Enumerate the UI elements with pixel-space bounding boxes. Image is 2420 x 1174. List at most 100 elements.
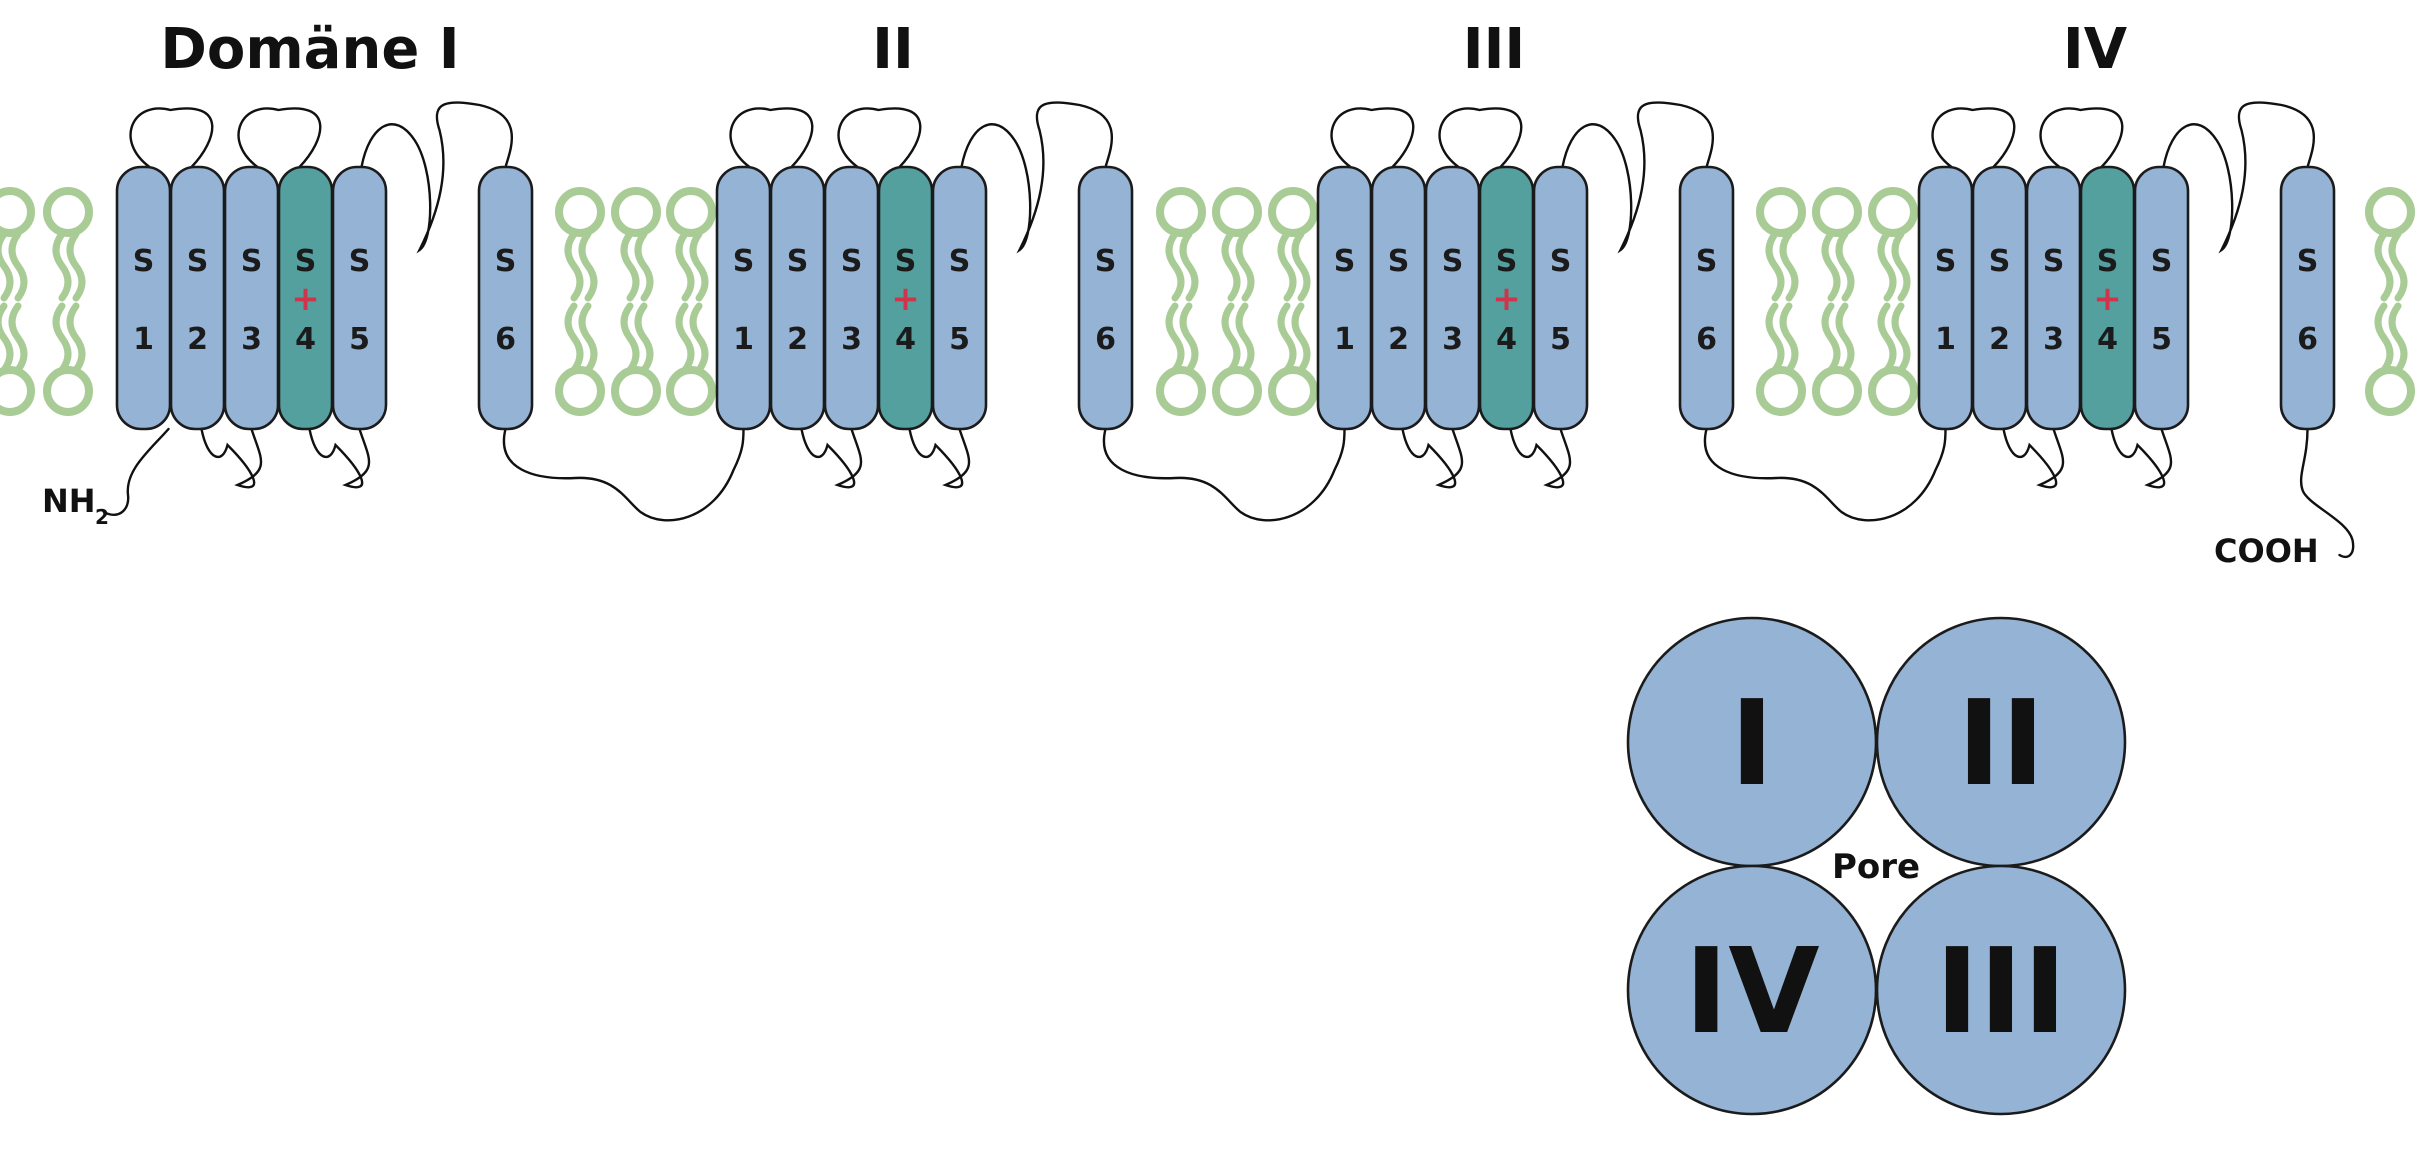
pore-circle-label-1: I — [1730, 674, 1774, 812]
domain-4-loop-s3-s4 — [2039, 107, 2124, 169]
lipid-4 — [666, 187, 716, 416]
domain-3-segment-3: S3 — [1424, 165, 1481, 431]
domain-1-segment-1-body — [115, 165, 172, 431]
pore-circle-domain-3 — [1875, 864, 2127, 1116]
domain-4-loop-s5-s6 — [2162, 101, 2316, 254]
lipid-2 — [555, 187, 605, 416]
pore-circle-label-2: II — [1957, 674, 2045, 812]
domain-2-segment-4: S4+ — [877, 165, 934, 431]
segment-number: 6 — [1696, 322, 1717, 357]
segment-number: 2 — [1989, 322, 2010, 357]
n-terminus-subscript: 2 — [95, 505, 109, 529]
linker-domain-3-4 — [1703, 427, 1947, 522]
domain-3-loop-s3-s4 — [1438, 107, 1523, 169]
segment-letter: S — [949, 244, 971, 279]
domain-2-loop-s1-s2 — [729, 107, 814, 169]
segment-number: 5 — [1550, 322, 1571, 357]
segment-letter: S — [2097, 244, 2119, 279]
segment-letter: S — [1550, 244, 1572, 279]
domain-2-segment-6-body — [1077, 165, 1134, 431]
connecting-loops — [102, 101, 2355, 559]
domain-3-loop-s1-s2 — [1330, 107, 1415, 169]
pore-label: Pore — [1832, 847, 1920, 887]
segment-letter: S — [1935, 244, 1957, 279]
domain-1-segment-5: S5 — [331, 165, 388, 431]
segment-letter: S — [187, 244, 209, 279]
segment-number: 1 — [133, 322, 154, 357]
domain-1-loop-s1-s2 — [129, 107, 214, 169]
pore-circle-label-3: III — [1935, 922, 2067, 1060]
domain-2-segment-2-body — [769, 165, 826, 431]
segment-number: 2 — [787, 322, 808, 357]
segment-number: 4 — [895, 322, 916, 357]
domain-3-segment-1-body — [1316, 165, 1373, 431]
segment-letter: S — [1496, 244, 1518, 279]
segment-number: 5 — [349, 322, 370, 357]
segment-letter: S — [133, 244, 155, 279]
membrane-lipid-bilayer — [0, 187, 2415, 416]
segment-number: 3 — [841, 322, 862, 357]
domain-2-segment-5: S5 — [931, 165, 988, 431]
domain-3-segment-5-body — [1532, 165, 1589, 431]
domain-title-2: II — [872, 17, 914, 82]
domain-4-loop-s1-s2 — [1931, 107, 2016, 169]
domain-2-loop-s3-s4 — [837, 107, 922, 169]
lipid-1 — [43, 187, 93, 416]
segment-letter: S — [2043, 244, 2065, 279]
segment-number: 6 — [2297, 322, 2318, 357]
lipid-10 — [1868, 187, 1918, 416]
segment-letter: S — [295, 244, 317, 279]
domain-2-segment-5-body — [931, 165, 988, 431]
domain-3-segment-5: S5 — [1532, 165, 1589, 431]
n-terminus-main: NH — [42, 482, 96, 520]
segment-number: 4 — [295, 322, 316, 357]
segment-letter: S — [733, 244, 755, 279]
segment-letter: S — [1696, 244, 1718, 279]
domain-3-loop-s2-s3 — [1401, 427, 1464, 489]
segment-number: 3 — [1442, 322, 1463, 357]
voltage-sensor-charge: + — [291, 279, 320, 319]
domain-2-segment-6: S6 — [1077, 165, 1134, 431]
domain-3-segment-2: S2 — [1370, 165, 1427, 431]
domain-4-segment-3-body — [2025, 165, 2082, 431]
segment-letter: S — [2151, 244, 2173, 279]
segment-letter: S — [1095, 244, 1117, 279]
segment-number: 1 — [1334, 322, 1355, 357]
segment-letter: S — [1334, 244, 1356, 279]
domain-1-loop-s2-s3 — [200, 427, 263, 489]
domain-4-segment-6-body — [2279, 165, 2336, 431]
domain-2-loop-s4-s5 — [908, 427, 971, 489]
segment-number: 6 — [1095, 322, 1116, 357]
domain-title-3: III — [1463, 17, 1526, 82]
n-terminus-tail — [102, 427, 170, 517]
domain-4-segment-2: S2 — [1971, 165, 2028, 431]
voltage-sensor-charge: + — [1492, 279, 1521, 319]
segment-number: 5 — [2151, 322, 2172, 357]
voltage-sensor-charge: + — [2093, 279, 2122, 319]
segment-letter: S — [1388, 244, 1410, 279]
segment-letter: S — [2297, 244, 2319, 279]
linker-domain-1-2 — [502, 427, 745, 522]
domain-2-loop-s2-s3 — [800, 427, 863, 489]
domain-2-segment-2: S2 — [769, 165, 826, 431]
segment-letter: S — [1442, 244, 1464, 279]
segment-number: 3 — [2043, 322, 2064, 357]
pore-circle-label-4: IV — [1684, 922, 1819, 1060]
domain-2-segment-1-body — [715, 165, 772, 431]
domain-4-segment-6: S6 — [2279, 165, 2336, 431]
domain-3-segment-6: S6 — [1678, 165, 1735, 431]
lipid-11 — [2365, 187, 2415, 416]
domain-4-segment-5: S5 — [2133, 165, 2190, 431]
domain-4-loop-s2-s3 — [2002, 427, 2065, 489]
segment-number: 6 — [495, 322, 516, 357]
segment-number: 1 — [733, 322, 754, 357]
segment-letter: S — [495, 244, 517, 279]
domain-3-loop-s4-s5 — [1509, 427, 1572, 489]
domain-1-segment-6: S6 — [477, 165, 534, 431]
segment-number: 2 — [1388, 322, 1409, 357]
segment-letter: S — [1989, 244, 2011, 279]
lipid-6 — [1212, 187, 1262, 416]
transmembrane-segments: S1S2S3S4+S5S6S1S2S3S4+S5S6S1S2S3S4+S5S6S… — [115, 165, 2336, 431]
domain-4-segment-2-body — [1971, 165, 2028, 431]
